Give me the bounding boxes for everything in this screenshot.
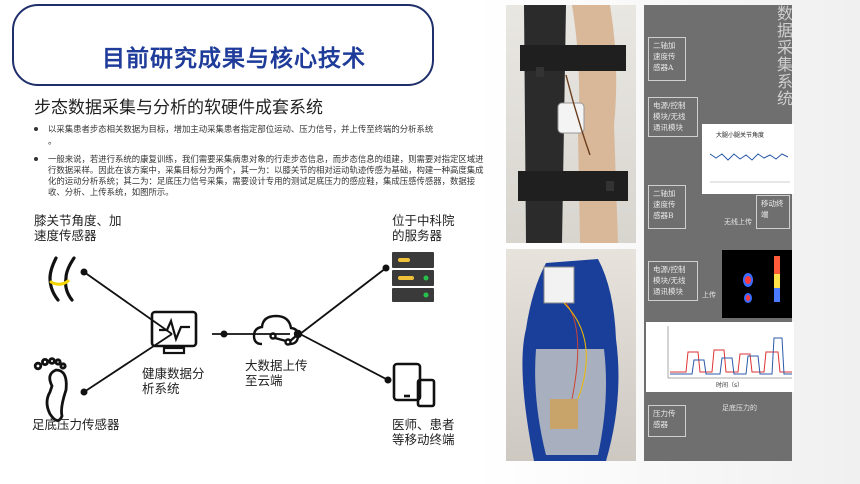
accel-sensor-b-box: 二轴加 速度传 感器B — [648, 185, 686, 229]
bullet-dot — [34, 157, 38, 161]
monitor-icon — [150, 310, 198, 355]
bullet-dot — [34, 127, 38, 131]
foot-icon — [33, 357, 68, 422]
subtitle: 步态数据采集与分析的软硬件成套系统 — [34, 98, 323, 118]
mobile-terminal-label: 医师、患者 等移动终端 — [392, 417, 455, 447]
bullet-tail: 。 — [48, 137, 58, 147]
wireless-upload-label: 无线上传 — [724, 218, 752, 226]
knee-icon — [48, 256, 76, 302]
foot-pressure-label: 足底压力的 — [722, 404, 757, 412]
foot-pressure-heatmap — [722, 250, 792, 318]
bullet-list: 以采集患者步态相关数据为目标，增加主动采集患者指定部位运动、压力信号，并上传至终… — [34, 124, 484, 202]
foot-sensor-label: 足底压力传感器 — [32, 417, 120, 432]
knee-device-photo — [506, 5, 636, 243]
joint-angle-chart: 大腿小腿关节角度 — [702, 124, 794, 194]
data-collection-panel: 数据采集系统 二轴加 速度传 感器A 电源/控制 模块/无线 通讯模块 二轴加 … — [644, 5, 792, 461]
joint-angle-chart-title: 大腿小腿关节角度 — [716, 132, 765, 139]
bullet-text: 以采集患者步态相关数据为目标，增加主动采集患者指定部位运动、压力信号，并上传至终… — [48, 124, 434, 134]
comm-module-box-1: 电源/控制 模块/无线 通讯模块 — [648, 97, 698, 137]
title-box: 目前研究成果与核心技术 — [12, 4, 434, 86]
bullet-text: 一般来说，若进行系统的康复训练，我们需要采集病患对象的行走步态信息，而步态信息的… — [48, 154, 484, 197]
pressure-time-chart: 时间（s） — [646, 322, 794, 392]
mobile-terminal-box: 移动终 端 — [756, 195, 790, 229]
upload-label-1: 上传 — [702, 291, 716, 299]
knee-sensor-label: 膝关节角度、加 速度传感器 — [34, 213, 122, 243]
mobile-devices-icon — [392, 362, 436, 408]
cloud-icon — [252, 314, 303, 346]
server-icon — [392, 252, 434, 302]
pressure-shoe-photo — [506, 249, 636, 461]
comm-module-box-2: 电源/控制 模块/无线 通讯模块 — [648, 261, 698, 301]
analysis-system-label: 健康数据分 析系统 — [142, 366, 205, 396]
bullet-item: 以采集患者步态相关数据为目标，增加主动采集患者指定部位运动、压力信号，并上传至终… — [34, 124, 484, 135]
device-photos — [506, 5, 636, 461]
vertical-panel-title: 数据采集系统 — [776, 5, 792, 108]
pressure-sensor-box: 压力传 感器 — [648, 405, 686, 437]
page-title: 目前研究成果与核心技术 — [102, 46, 366, 72]
cloud-upload-label: 大数据上传 至云端 — [245, 358, 308, 388]
pressure-chart-xlabel: 时间（s） — [716, 382, 744, 389]
server-label: 位于中科院 的服务器 — [392, 213, 455, 243]
accel-sensor-a-box: 二轴加 速度传 感器A — [648, 37, 686, 81]
bullet-item: 一般来说，若进行系统的康复训练，我们需要采集病患对象的行走步态信息，而步态信息的… — [34, 154, 484, 198]
